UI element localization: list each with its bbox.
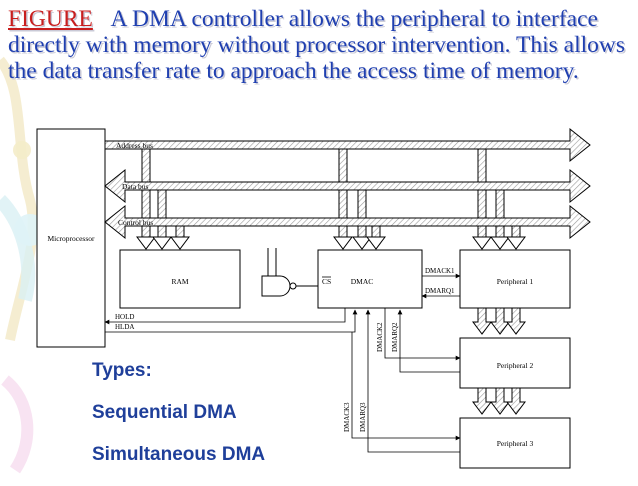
dma-channel-1 [421,273,461,299]
peripheral-3-block [459,417,571,469]
bus-branch-arrows [136,236,526,250]
address-bus-label: Address bus [116,141,153,150]
peripheral-2-block [459,337,571,389]
peripheral-1-block [459,249,571,309]
figure-caption: FIGURE A DMA controller allows the perip… [8,6,628,84]
microprocessor-label: Microprocessor [47,234,95,243]
figure-label: FIGURE [8,6,93,32]
peripheral-1-label: Peripheral 1 [497,277,534,286]
caption-text: A DMA controller allows the peripheral t… [8,6,625,84]
address-bus [104,127,591,163]
dmarq2-label: DMARQ2 [391,322,399,352]
dmarq1-label: DMARQ1 [425,287,455,295]
nand-gate [261,248,318,297]
dmack2-label: DMACK2 [376,322,384,352]
control-bus-label: Control bus [118,218,153,227]
cs-label: CS [322,277,331,286]
control-bus [104,204,591,240]
dmack1-label: DMACK1 [425,267,455,275]
dmac-label: DMAC [351,277,374,286]
ram-block [119,249,241,309]
dmac-block [317,249,423,309]
peripheral-2-label: Peripheral 2 [497,361,534,370]
dma-types: Types: Sequential DMA Simultaneous DMA [92,360,265,486]
data-bus [104,168,591,204]
type-item-simultaneous: Simultaneous DMA [92,444,266,465]
dmack3-label: DMACK3 [343,402,351,432]
dma-channel-3 [351,309,461,453]
hlda-label: HLDA [115,323,134,331]
bus-arrows-p3 [472,387,526,415]
dmarq3-label: DMARQ3 [359,402,367,432]
ram-label: RAM [171,277,188,286]
type-item-sequential: Sequential DMA [92,402,237,423]
hold-hlda-lines [104,308,358,333]
data-bus-label: Data bus [122,182,149,191]
peripheral-3-label: Peripheral 3 [497,439,534,448]
microprocessor-block [36,128,106,348]
types-heading: Types: [92,360,152,381]
bus-arrows-p2 [472,307,526,335]
dma-channel-2 [384,308,461,373]
hold-label: HOLD [115,313,134,321]
